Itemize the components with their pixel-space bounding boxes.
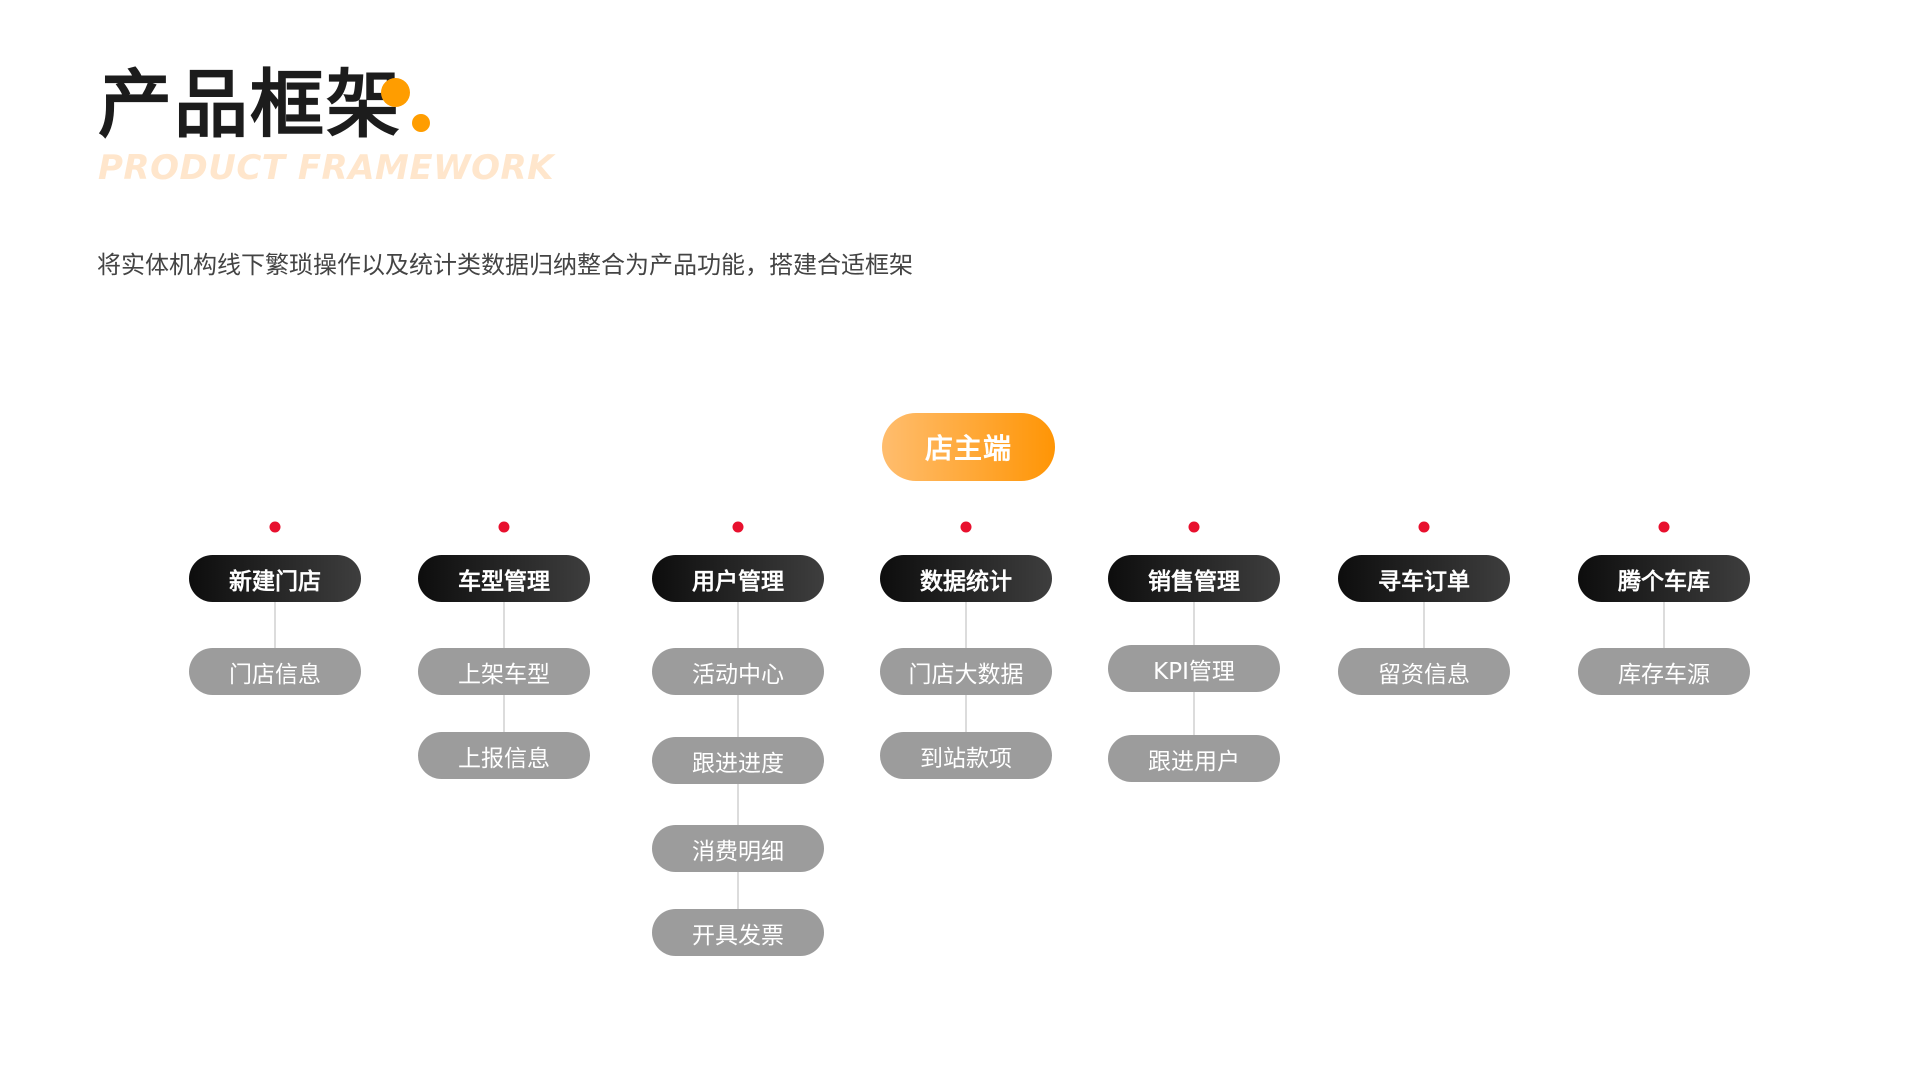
category-dot: [1658, 521, 1670, 533]
sub-item-node[interactable]: 门店信息: [189, 648, 361, 695]
title-accent-dot-large: [381, 78, 410, 107]
category-connector-line: [274, 602, 276, 648]
sub-item-node[interactable]: 上报信息: [418, 732, 590, 779]
category-dot: [269, 521, 281, 533]
category-node[interactable]: 腾个车库: [1578, 555, 1750, 602]
sub-item-node[interactable]: 上架车型: [418, 648, 590, 695]
category-node[interactable]: 销售管理: [1108, 555, 1280, 602]
root-node[interactable]: 店主端: [882, 413, 1055, 481]
title-accent-dot-small: [412, 114, 430, 132]
category-connector-line: [1663, 602, 1665, 648]
sub-item-node[interactable]: 门店大数据: [880, 648, 1052, 695]
page-subtitle-english: PRODUCT FRAMEWORK: [98, 148, 555, 188]
sub-item-node[interactable]: 跟进进度: [652, 737, 824, 784]
sub-item-node[interactable]: 跟进用户: [1108, 735, 1280, 782]
category-dot: [732, 521, 744, 533]
sub-item-node[interactable]: 活动中心: [652, 648, 824, 695]
category-dot: [498, 521, 510, 533]
sub-item-node[interactable]: 消费明细: [652, 825, 824, 872]
category-node[interactable]: 数据统计: [880, 555, 1052, 602]
category-dot: [1418, 521, 1430, 533]
category-node[interactable]: 车型管理: [418, 555, 590, 602]
sub-item-node[interactable]: 库存车源: [1578, 648, 1750, 695]
category-node[interactable]: 用户管理: [652, 555, 824, 602]
category-dot: [960, 521, 972, 533]
category-node[interactable]: 新建门店: [189, 555, 361, 602]
category-connector-line: [1423, 602, 1425, 648]
sub-item-node[interactable]: KPI管理: [1108, 645, 1280, 692]
page-description: 将实体机构线下繁琐操作以及统计类数据归纳整合为产品功能，搭建合适框架: [97, 251, 913, 279]
category-dot: [1188, 521, 1200, 533]
sub-item-node[interactable]: 留资信息: [1338, 648, 1510, 695]
page-title: 产品框架: [98, 62, 402, 148]
category-node[interactable]: 寻车订单: [1338, 555, 1510, 602]
sub-item-node[interactable]: 开具发票: [652, 909, 824, 956]
sub-item-node[interactable]: 到站款项: [880, 732, 1052, 779]
